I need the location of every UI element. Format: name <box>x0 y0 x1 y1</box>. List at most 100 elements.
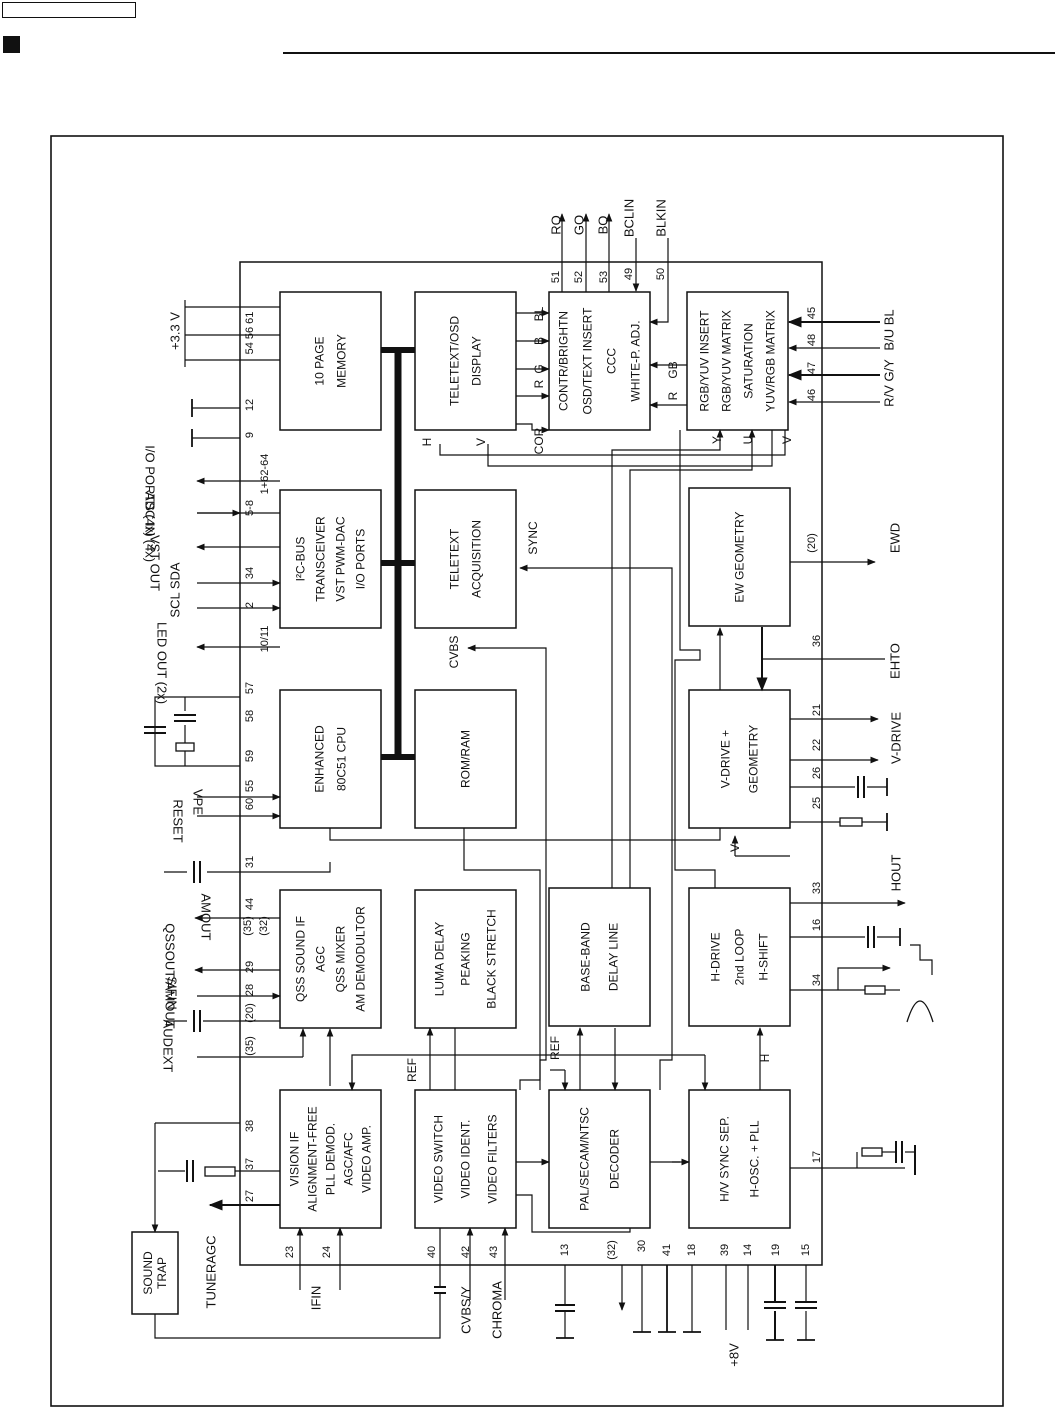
pin-number: 31 <box>244 856 256 868</box>
pin-number: 23 <box>284 1246 296 1258</box>
hvsync-label: H-OSC. + PLL <box>748 1120 762 1197</box>
signal-label: AMOUT <box>199 894 214 941</box>
pin-number: 27 <box>244 1190 256 1202</box>
luma-label: BLACK STRETCH <box>485 909 499 1008</box>
qss-label: AM DEMODULTOR <box>354 906 368 1012</box>
resistor <box>204 1166 236 1177</box>
teletext-osd-block <box>414 291 517 431</box>
cvbs-wire <box>468 647 547 1090</box>
pin-number: 38 <box>244 1120 256 1132</box>
pin-number: 5-8 <box>244 500 256 516</box>
pin31-wire <box>207 862 331 873</box>
h-to-teletext <box>439 430 786 456</box>
rgbyuv-label: SATURATION <box>742 323 756 399</box>
pin-number: 33 <box>811 882 823 894</box>
qss-label: AGC <box>314 946 328 972</box>
pin-number: 18 <box>686 1244 698 1256</box>
header-box <box>2 2 136 18</box>
resistor <box>861 1147 883 1157</box>
teletext-osd-label: TELETEXT/OSD <box>448 316 462 406</box>
pin-number: 52 <box>573 271 585 283</box>
pin-number: 42 <box>460 1246 472 1258</box>
signal-label: I/O PORTS (4x) <box>143 445 158 537</box>
pin-number: 39 <box>719 1244 731 1256</box>
contrast-label: WHITE-P. ADJ. <box>629 320 643 401</box>
sync-wire <box>519 564 673 1090</box>
pin-number: 34 <box>811 974 823 986</box>
pin-number: 51 <box>550 271 562 283</box>
visionif-label: AGC/AFC <box>342 1132 356 1186</box>
inner-label: H <box>758 1054 772 1063</box>
pin-number: 40 <box>426 1246 438 1258</box>
pin-number: 36 <box>811 635 823 647</box>
qss-label: QSS MIXER <box>334 925 348 992</box>
pin-number: 55 <box>244 780 256 792</box>
qss-label: QSS SOUND IF <box>294 916 308 1002</box>
visionif-label: VIDEO AMP. <box>360 1125 374 1193</box>
outer-frame <box>50 135 1004 1407</box>
xtal-wire <box>154 696 240 767</box>
crystal <box>175 742 195 752</box>
inner-label: SYNC <box>526 521 540 555</box>
hvsync-block <box>688 1089 791 1229</box>
pin-number: 49 <box>623 268 635 280</box>
signal-label: RESET <box>171 799 186 842</box>
inner-label: BL <box>532 306 546 321</box>
vswitch-out-wire <box>516 1194 631 1233</box>
hdrive-label: H-SHIFT <box>757 933 771 981</box>
waveform-icon <box>910 944 933 975</box>
pin-number: 54 56 61 <box>244 312 256 355</box>
hdrive-label: H-DRIVE <box>709 932 723 981</box>
cpu-bus-wire <box>329 828 721 841</box>
pin-number: 13 <box>559 1244 571 1256</box>
signal-label: R/V G/Y <box>882 359 897 407</box>
rgbyuv-block <box>686 291 789 431</box>
hdrive-label: 2nd LOOP <box>733 929 747 986</box>
visionif-block <box>279 1089 382 1229</box>
baseband-label: BASE-BAND <box>579 922 593 992</box>
teletext-osd-label: DISPLAY <box>470 336 484 386</box>
i2c-label: I/O PORTS <box>354 529 368 589</box>
pin-number: 45 <box>806 307 818 319</box>
header-rule <box>283 52 1055 54</box>
romram-label: ROM/RAM <box>459 730 473 788</box>
blkin-wire <box>649 238 669 326</box>
decoder-label: PAL/SECAM/NTSC <box>578 1107 592 1211</box>
inner-label: U <box>741 436 755 445</box>
visionif-label: ALIGNMENT-FREE <box>306 1106 320 1211</box>
decoder-block <box>548 1089 651 1229</box>
vswitch-label: VIDEO FILTERS <box>486 1114 500 1203</box>
signal-label: +3.3 V <box>168 312 183 350</box>
inner-label: V <box>780 436 794 444</box>
inner-label: CVBS <box>447 636 461 669</box>
pin-number: 37 <box>244 1158 256 1170</box>
cpu-label: 80C51 CPU <box>335 727 349 791</box>
signal-label: CHROMA <box>490 1281 505 1339</box>
signal-label: VST OUT <box>148 535 163 591</box>
i2c-block <box>279 489 382 629</box>
luma-cpu-wire <box>463 828 541 1090</box>
contrast-label: CONTR/BRIGHTN <box>557 311 571 411</box>
pin-number: 25 <box>811 797 823 809</box>
ew-label: EW GEOMETRY <box>733 511 747 602</box>
signal-label: HOUT <box>889 855 904 892</box>
pin-number: 60 <box>244 798 256 810</box>
pin-number: 14 <box>742 1244 754 1256</box>
signal-label: GO <box>572 215 587 235</box>
pin-number: 17 <box>811 1151 823 1163</box>
memory-block <box>279 291 382 431</box>
signal-label: RO <box>549 215 564 235</box>
ew-block <box>688 487 791 627</box>
pin-number: 47 <box>806 362 818 374</box>
visionif-label: PLL DEMOD. <box>324 1123 338 1195</box>
signal-label: BCLIN <box>622 199 637 237</box>
pin-number: 58 <box>244 710 256 722</box>
rgbyuv-label: RGB/YUV INSERT <box>698 310 712 412</box>
pin-number: 9 <box>244 432 256 438</box>
pin-number: 12 <box>244 399 256 411</box>
pin-number: 26 <box>811 767 823 779</box>
cpu-label: ENHANCED <box>313 725 327 793</box>
acq-label: TELETEXT <box>448 528 462 589</box>
pin-number: 29 <box>244 961 256 973</box>
pin-number: (35) <box>242 916 254 936</box>
